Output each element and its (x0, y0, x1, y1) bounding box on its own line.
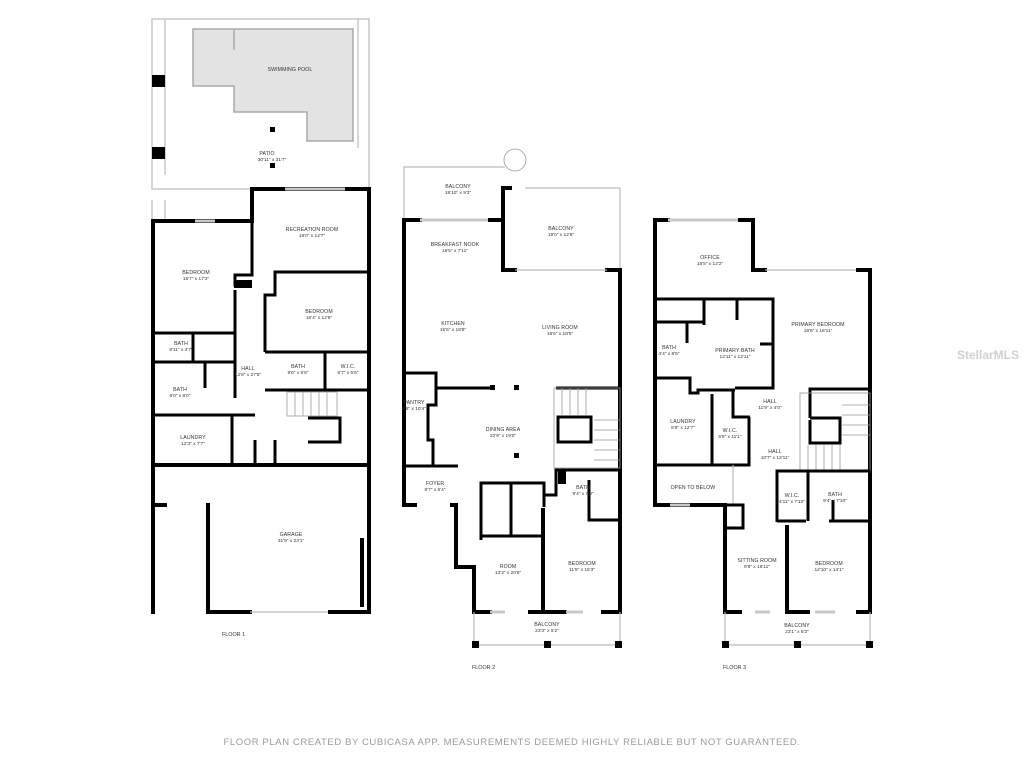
room-label: RECREATION ROOM (286, 227, 339, 233)
watermark-logo: StellarMLS (957, 348, 1019, 362)
room-dimensions: 31'9" x 23'1" (278, 538, 305, 544)
room-label: BEDROOM (568, 561, 596, 567)
room-label: BEDROOM (182, 270, 210, 276)
room-dimensions: 6'7" x 5'6" (338, 370, 359, 376)
room-label: LAUNDRY (670, 419, 696, 425)
room-dimensions: 8'11" x 4'7" (169, 347, 193, 353)
room-dimensions: 10'7" x 13'11" (761, 455, 790, 461)
room-label: BATH (576, 485, 590, 491)
room-dimensions: 12'11" x 12'11" (720, 354, 751, 360)
room-label: BALCONY (784, 623, 810, 629)
floor-1-plan: SWIMMING POOL PATIO 30'11" x 31'7" RECRE… (151, 18, 371, 638)
room-label: SITTING ROOM (737, 558, 776, 564)
floor-3-plan: OFFICE 15'5" x 12'2" PRIMARY BEDROOM 18'… (653, 218, 873, 671)
swimming-pool (192, 28, 354, 142)
room-dimensions: 5'8" x 11'1" (718, 434, 742, 440)
room-label: LAUNDRY (180, 435, 206, 441)
room-label: GARAGE (280, 532, 303, 538)
room-label: HALL (241, 366, 254, 372)
room-dimensions: 8'8" x 12'7" (671, 425, 695, 431)
room-label: BATH (291, 364, 305, 370)
room-label: BATH (173, 387, 187, 393)
room-dimensions: 16'4" x 12'8" (306, 315, 333, 321)
room-label: PATIO (259, 151, 274, 157)
room-label: LIVING ROOM (542, 325, 578, 331)
room-dimensions: 18'10" x 9'3" (445, 190, 472, 196)
room-dimensions: 12'10" x 14'1" (815, 567, 844, 573)
room-label: BALCONY (445, 184, 471, 190)
room-label: BATH (174, 341, 188, 347)
floor-2-plan: BALCONY 18'10" x 9'3" BREAKFAST NOOK 15'… (402, 148, 622, 671)
room-dimensions: 18'0" x 12'7" (299, 233, 326, 239)
room-label: HALL (768, 449, 781, 455)
room-dimensions: 12'8" x 27'5" (235, 372, 262, 378)
room-dimensions: 15'7" x 17'3" (183, 276, 210, 282)
room-dimensions: 5'8" x 10'4" (402, 406, 426, 412)
floor-2-label: FLOOR 2 (472, 665, 495, 671)
room-label: BATH (662, 345, 676, 351)
room-dimensions: 8'7" x 6'4" (425, 487, 446, 493)
room-dimensions: 4'4" x 8'5" (659, 351, 680, 357)
room-dimensions: 15'5" x 18'8" (440, 327, 467, 333)
room-label: OPEN TO BELOW (671, 485, 716, 491)
floor-3-label: FLOOR 3 (723, 665, 746, 671)
room-label: KITCHEN (441, 321, 465, 327)
room-dimensions: 6'0" x 8'0" (170, 393, 191, 399)
room-label: PRIMARY BATH (715, 348, 755, 354)
room-label: PRIMARY BEDROOM (791, 322, 844, 328)
room-dimensions: 9'4" x 7'9" (573, 491, 594, 497)
room-label: BALCONY (548, 226, 574, 232)
room-dimensions: 15'5" x 7'11" (442, 248, 468, 254)
room-dimensions: 12'3" x 7'7" (181, 441, 205, 447)
room-dimensions: 11'9" x 4'0" (758, 405, 782, 411)
room-dimensions: 11'9" x 15'3" (569, 567, 595, 573)
room-dimensions: 18'6" x 18'11" (804, 328, 833, 334)
room-label: SWIMMING POOL (268, 67, 313, 73)
room-dimensions: 23'3" x 5'2" (535, 628, 559, 634)
room-dimensions: 22'9" x 19'0" (490, 433, 517, 439)
room-label: W.I.C. (785, 493, 800, 499)
room-label: HALL (763, 399, 776, 405)
room-dimensions: 4'11" x 7'10" (779, 499, 805, 505)
floor-1-label: FLOOR 1 (222, 632, 245, 638)
room-dimensions: 13'3" x 20'8" (495, 570, 522, 576)
footer-disclaimer: FLOOR PLAN CREATED BY CUBICASA APP. MEAS… (223, 737, 800, 748)
room-label: BATH (828, 492, 842, 498)
room-label: BALCONY (534, 622, 560, 628)
room-label: FOYER (426, 481, 445, 487)
room-dimensions: 15'5" x 12'2" (697, 261, 724, 267)
room-dimensions: 9'4" x 7'10" (823, 498, 847, 504)
room-label: DINING AREA (486, 427, 521, 433)
room-dimensions: 18'6" x 18'6" (547, 331, 574, 337)
room-dimensions: 9'6" x 5'6" (288, 370, 309, 376)
room-label: BEDROOM (305, 309, 333, 315)
room-dimensions: 9'8" x 16'11" (744, 564, 770, 570)
room-label: BREAKFAST NOOK (431, 242, 480, 248)
room-label: W.I.C. (341, 364, 356, 370)
room-label: OFFICE (700, 255, 720, 261)
room-dimensions: 19'0" x 12'8" (548, 232, 575, 238)
room-dimensions: 30'11" x 31'7" (258, 157, 287, 163)
room-dimensions: 23'1" x 5'2" (785, 629, 809, 635)
room-label: PANTRY (403, 400, 425, 406)
room-label: BEDROOM (815, 561, 843, 567)
room-label: ROOM (500, 564, 517, 570)
room-label: W.I.C. (723, 428, 738, 434)
